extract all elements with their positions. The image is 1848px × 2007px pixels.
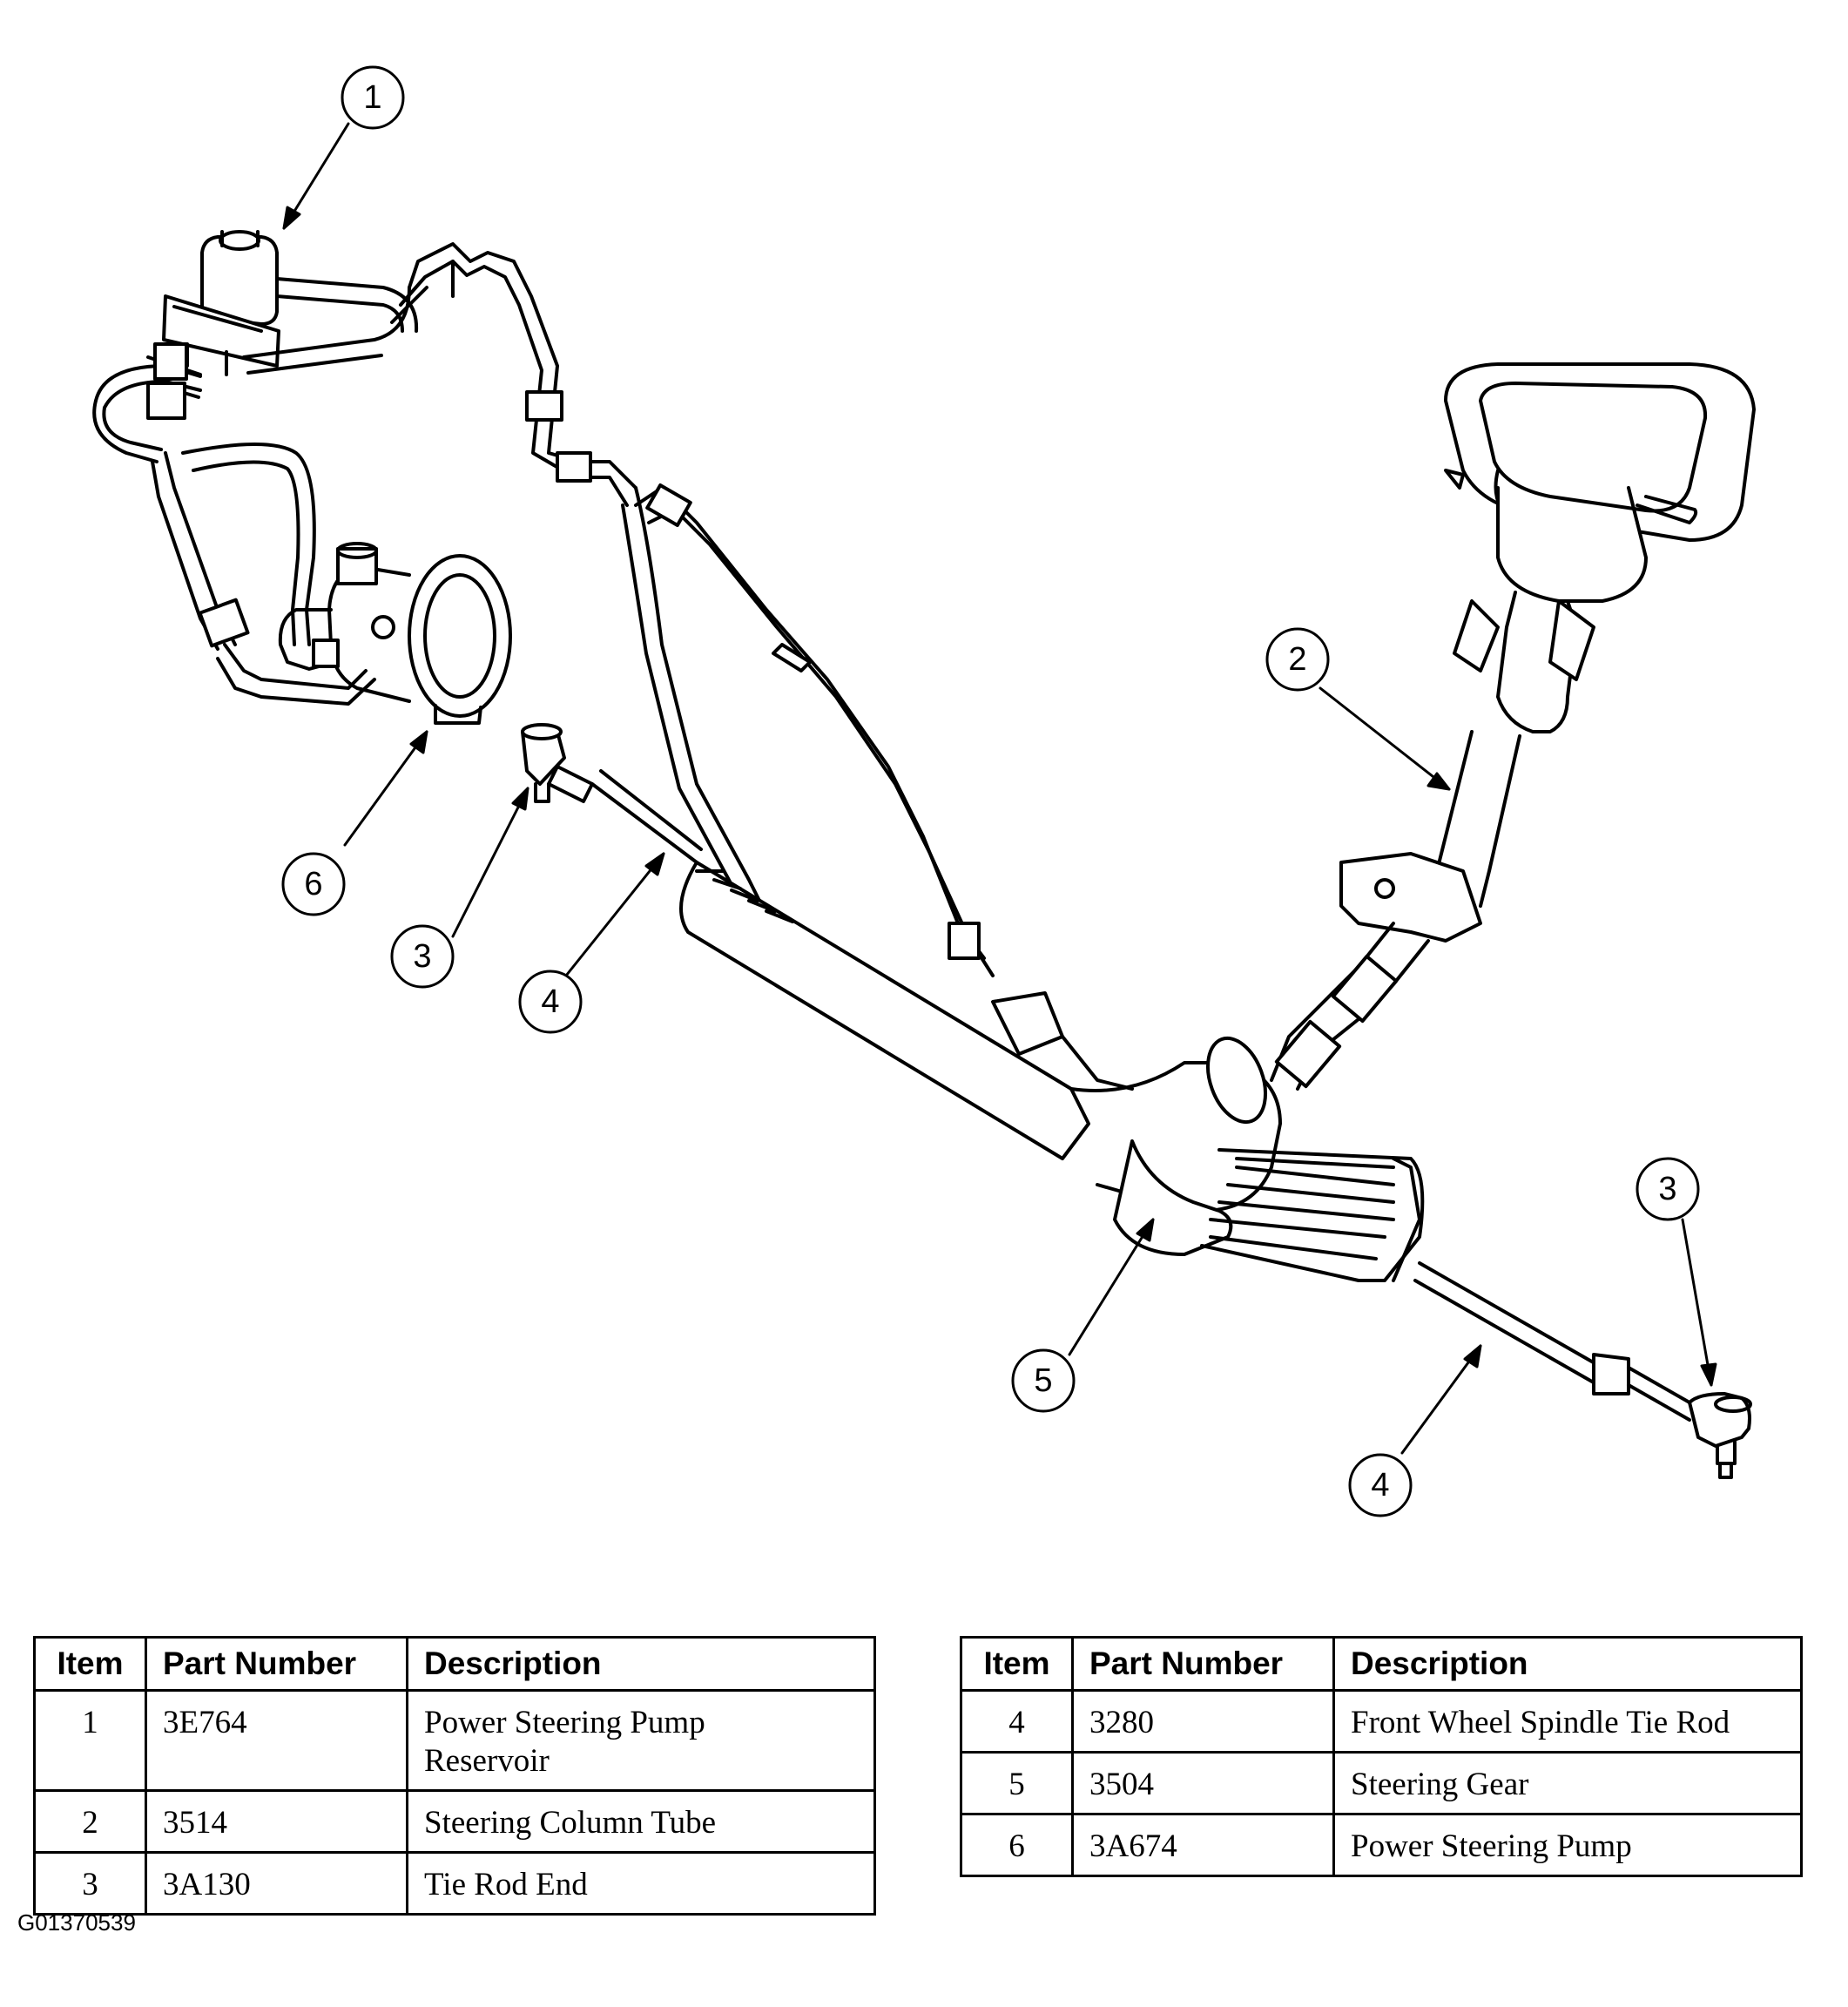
description-cell: Steering Column Tube — [406, 1789, 876, 1854]
description-cell: Power Steering Pump Reservoir — [406, 1689, 876, 1792]
part-number-cell: 3514 — [145, 1789, 408, 1854]
header-part-number: Part Number — [1071, 1636, 1335, 1692]
pressure-return-lines — [390, 242, 995, 977]
header-item: Item — [33, 1636, 147, 1692]
item-cell: 3 — [33, 1851, 147, 1916]
header-part-number: Part Number — [145, 1636, 408, 1692]
callout-label-4-left: 4 — [541, 983, 559, 1020]
leader-lines — [282, 122, 1717, 1455]
callout-circles — [281, 65, 1700, 1517]
callout-circle-3-right — [1636, 1157, 1700, 1221]
part-number-cell: 3A674 — [1071, 1813, 1335, 1877]
part-number-cell: 3504 — [1071, 1751, 1335, 1815]
tie-rod-end-left — [521, 723, 566, 803]
header-description: Description — [406, 1636, 876, 1692]
callout-circle-3-left — [390, 924, 455, 989]
steering-gear — [679, 861, 1425, 1282]
parts-table-right: Item Part Number Description 4 3280 Fron… — [960, 1636, 1803, 1877]
description-line: Steering Column Tube — [424, 1805, 717, 1841]
callout-circle-1 — [341, 65, 405, 130]
item-cell: 6 — [960, 1813, 1074, 1877]
table-row: 1 3E764 Power Steering Pump Reservoir — [33, 1689, 876, 1792]
description-line: Reservoir — [424, 1743, 550, 1779]
callout-label-2: 2 — [1288, 641, 1306, 678]
part-number-cell: 3280 — [1071, 1689, 1335, 1754]
parts-table-left: Item Part Number Description 1 3E764 Pow… — [33, 1636, 876, 1916]
callout-label-3-left: 3 — [413, 938, 431, 975]
item-cell: 4 — [960, 1689, 1074, 1754]
table-header-row: Item Part Number Description — [33, 1636, 876, 1692]
table-row: 3 3A130 Tie Rod End — [33, 1851, 876, 1916]
table-row: 6 3A674 Power Steering Pump — [960, 1813, 1803, 1877]
tie-rod-end-right — [1688, 1392, 1752, 1479]
callout-label-6: 6 — [304, 866, 322, 902]
description-line: Tie Rod End — [424, 1867, 588, 1902]
table-row: 2 3514 Steering Column Tube — [33, 1789, 876, 1854]
steering-system-diagram: 1 2 3 3 4 4 5 6 — [92, 65, 1756, 1517]
part-number-cell: 3A130 — [145, 1851, 408, 1916]
callout-circle-4-left — [518, 970, 583, 1034]
callout-label-4-right: 4 — [1371, 1467, 1389, 1504]
tie-rod-right — [1413, 1261, 1691, 1422]
steering-column-tube — [1270, 362, 1756, 1091]
table-row: 5 3504 Steering Gear — [960, 1751, 1803, 1815]
item-cell: 5 — [960, 1751, 1074, 1815]
table-row: 4 3280 Front Wheel Spindle Tie Rod — [960, 1689, 1803, 1754]
part-number-cell: 3E764 — [145, 1689, 408, 1792]
description-cell: Tie Rod End — [406, 1851, 876, 1916]
description-cell: Front Wheel Spindle Tie Rod — [1332, 1689, 1803, 1754]
tie-rod-left — [547, 765, 703, 864]
callout-label-1: 1 — [363, 79, 381, 116]
description-line: Power Steering Pump — [424, 1705, 705, 1740]
description-cell: Power Steering Pump — [1332, 1813, 1803, 1877]
table-header-row: Item Part Number Description — [960, 1636, 1803, 1692]
item-cell: 2 — [33, 1789, 147, 1854]
description-cell: Steering Gear — [1332, 1751, 1803, 1815]
figure-id: G01370539 — [17, 1909, 136, 1936]
power-steering-pump — [278, 542, 512, 725]
callout-circle-6 — [281, 852, 346, 916]
header-item: Item — [960, 1636, 1074, 1692]
item-cell: 1 — [33, 1689, 147, 1792]
callout-label-5: 5 — [1034, 1362, 1052, 1399]
callout-circle-2 — [1265, 627, 1330, 692]
callout-circle-5 — [1011, 1348, 1076, 1413]
header-description: Description — [1332, 1636, 1803, 1692]
callout-circle-4-right — [1348, 1453, 1413, 1517]
callout-label-3-right: 3 — [1658, 1171, 1676, 1207]
